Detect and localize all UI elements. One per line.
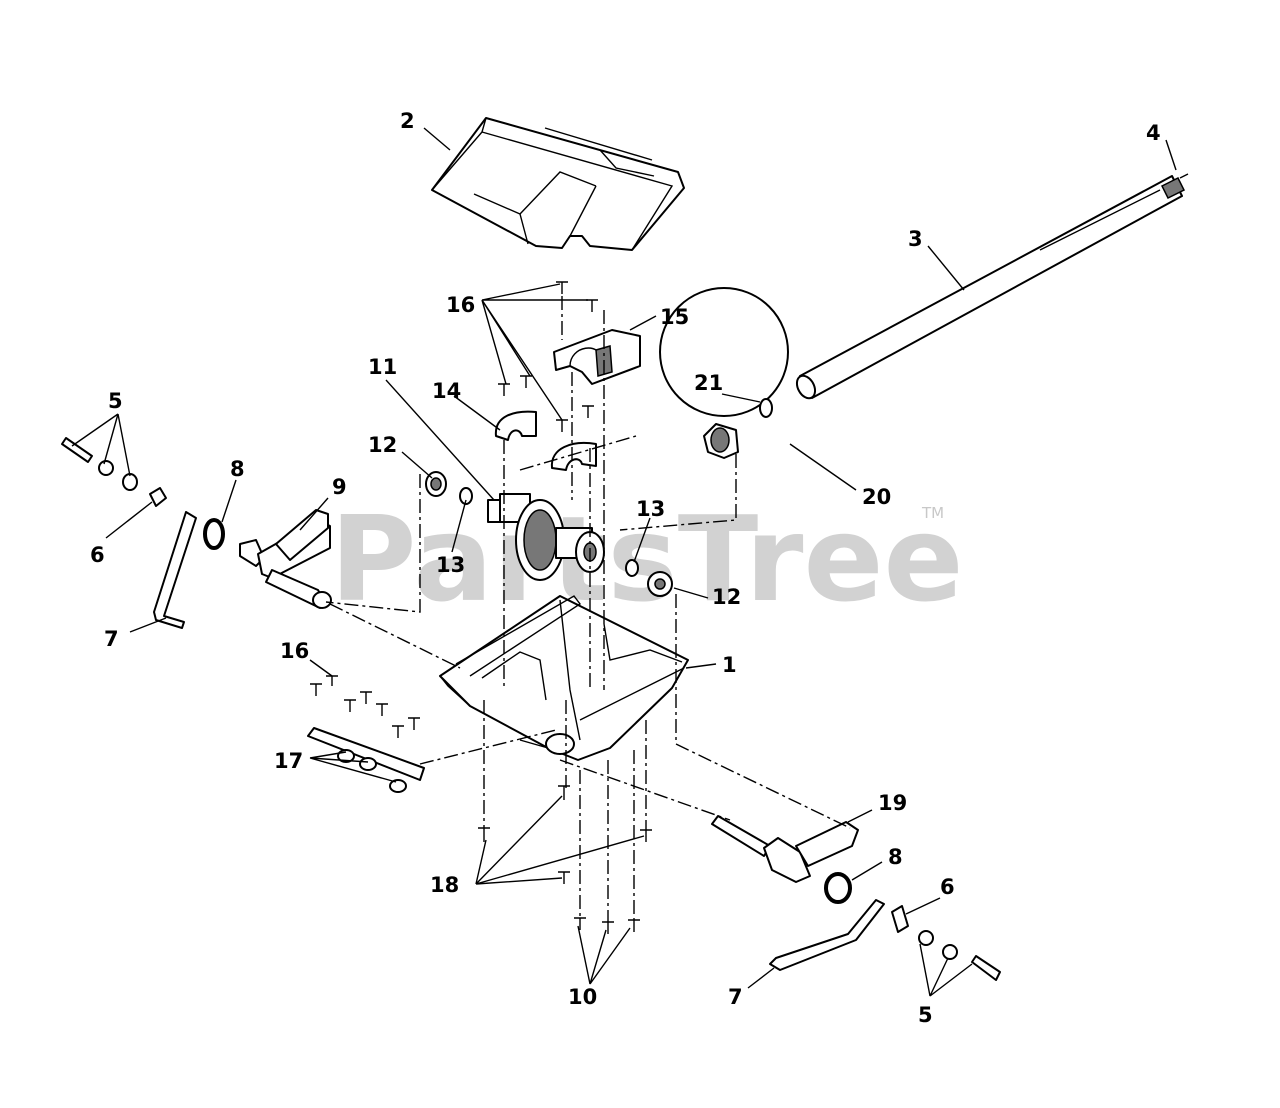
callout-5b: 5 [918,1003,933,1027]
callout-21: 21 [694,371,723,395]
callout-12a: 12 [368,433,397,457]
part-cover [431,117,685,251]
callout-13a: 13 [436,553,465,577]
callout-11: 11 [368,355,397,379]
part-bearing-cap-top [553,329,641,385]
part-housing [439,595,689,761]
callout-20: 20 [862,485,891,509]
callout-8b: 8 [888,845,903,869]
callout-6a: 6 [90,543,105,567]
callout-6b: 6 [940,875,955,899]
part-bolt-set-left [61,437,138,491]
part-washer-right [625,559,639,577]
callout-2: 2 [400,109,415,133]
screws-bottom [478,785,652,934]
part-lever-right [769,899,885,971]
part-pin-assembly [307,675,425,793]
callout-17: 17 [274,749,303,773]
part-bearing-half-left [494,410,537,441]
part-bearing-half-right [550,442,597,471]
callout-9: 9 [332,475,347,499]
part-washer-left [459,487,473,505]
detail-circle [659,287,789,459]
callout-1: 1 [722,653,737,677]
callout-18: 18 [430,873,459,897]
callout-13b: 13 [636,497,665,521]
callout-10: 10 [568,985,597,1009]
alignment-lines [325,296,851,922]
callout-5a: 5 [108,389,123,413]
part-seal-right [824,872,852,904]
callout-7a: 7 [104,627,119,651]
callout-3: 3 [908,227,923,251]
watermark: PartsTree [330,490,964,628]
part-shaft [795,173,1189,400]
part-lever-left [153,511,197,629]
callout-4: 4 [1146,121,1161,145]
part-left-shaft [239,509,332,609]
watermark-trademark: TM [921,504,944,522]
callout-19: 19 [878,791,907,815]
callouts: 1 2 3 4 5 5 6 6 7 7 8 8 9 10 11 12 12 13… [90,109,1161,1027]
part-gear-assembly [487,493,605,581]
part-bracket-right [891,905,909,933]
part-bushing-right [647,571,673,597]
part-right-shaft [711,815,859,883]
callout-14: 14 [432,379,461,403]
callout-16a: 16 [446,293,475,317]
part-bolt-set-right [918,930,1001,981]
callout-7b: 7 [728,985,743,1009]
leader-lines [71,127,1177,997]
part-seal-left [203,518,225,550]
callout-8a: 8 [230,457,245,481]
callout-16b: 16 [280,639,309,663]
part-bracket-left [149,487,167,507]
callout-12b: 12 [712,585,741,609]
callout-15: 15 [660,305,689,329]
